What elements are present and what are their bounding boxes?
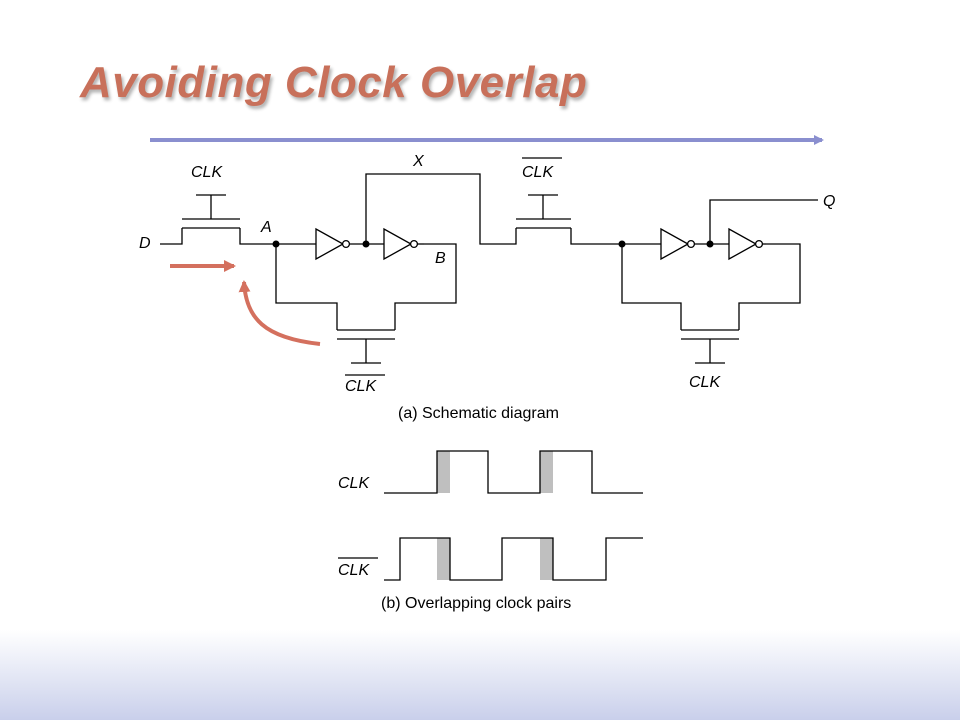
timing-label-clk: CLK xyxy=(338,475,370,492)
q-output-wire xyxy=(709,199,818,244)
slide-title: Avoiding Clock Overlap xyxy=(80,58,588,107)
schematic-wiring xyxy=(160,173,818,364)
label-clkb-top-mid: CLK xyxy=(522,164,554,181)
caption-timing: (b) Overlapping clock pairs xyxy=(381,595,571,612)
overlap-shade-2 xyxy=(540,451,553,493)
red-arrow-curved xyxy=(238,280,321,346)
overlap-shade-4 xyxy=(540,538,553,580)
inverter-4 xyxy=(728,227,758,261)
label-x: X xyxy=(412,153,425,170)
overlap-shade-3 xyxy=(437,538,450,580)
inverter-1 xyxy=(315,227,345,261)
overlap-shade-1 xyxy=(437,451,450,493)
d-input-wire xyxy=(160,228,183,245)
timing-clkb-waveform xyxy=(384,537,643,581)
inverter-3 xyxy=(660,227,690,261)
footer-gradient-band xyxy=(0,630,960,720)
timing-label-clkb: CLK xyxy=(338,562,370,579)
label-clkb-bottom-left: CLK xyxy=(345,378,377,395)
label-q: Q xyxy=(823,193,835,210)
timing-clk-waveform xyxy=(384,450,643,494)
inverter-2 xyxy=(383,227,413,261)
label-b: B xyxy=(435,250,446,267)
caption-schematic: (a) Schematic diagram xyxy=(398,405,559,422)
label-a: A xyxy=(260,219,272,236)
label-clk-bottom-right: CLK xyxy=(689,374,721,391)
label-d: D xyxy=(139,235,151,252)
label-clk-top-left: CLK xyxy=(191,164,223,181)
